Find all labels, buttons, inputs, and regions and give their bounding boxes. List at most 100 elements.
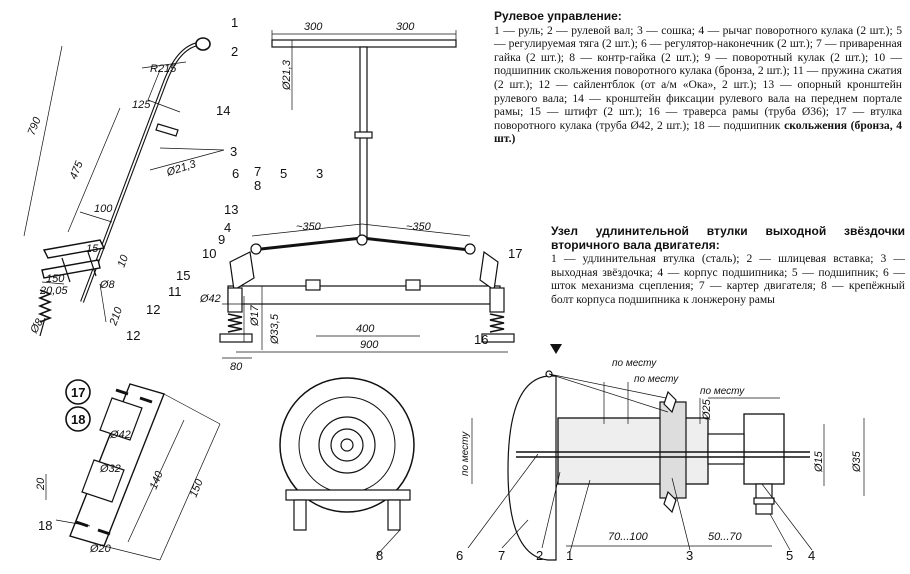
dim-d42-axle: Ø42 [199, 293, 221, 305]
callout-12-axle: 12 [146, 302, 160, 317]
dim-790: 790 [26, 115, 44, 137]
wheel-view [279, 377, 415, 557]
dim-80: 80 [230, 361, 243, 373]
tie-rod-left [251, 236, 363, 252]
callout-3-axle: 3 [316, 166, 323, 181]
tie-rod-right [361, 236, 471, 252]
callout-8-wheel: 8 [376, 548, 383, 563]
callout-1: 1 [231, 15, 238, 30]
dim-d25: Ø25 [701, 398, 713, 421]
dim-300-right: 300 [396, 21, 415, 33]
bearing-housing [743, 413, 785, 485]
dim-20-05: 20,05 [39, 285, 68, 297]
silentblock-right [481, 333, 515, 343]
legend-sprocket-body: 1 — удлинительная втулка (сталь); 2 — шл… [551, 252, 905, 306]
sprocket-unit-view [467, 370, 865, 561]
dim-15: 15 [86, 243, 99, 255]
steering-shaft-view [23, 37, 225, 337]
wheel-mount-plate [285, 489, 411, 501]
callout-17-axle: 17 [508, 246, 522, 261]
callout-circle-17 [65, 379, 91, 405]
spring-left [227, 313, 243, 333]
callout-circle-18 [65, 406, 91, 432]
dim-350-left: ~350 [296, 221, 322, 233]
dim-140: 140 [148, 469, 166, 491]
callout-5-axle: 5 [280, 166, 287, 181]
handlebar-tube [271, 39, 457, 48]
frame-traverse [227, 285, 501, 305]
dim-300-left: 300 [304, 21, 323, 33]
dim-d32-bushing: Ø32 [99, 463, 121, 475]
callout-1-unit: 1 [566, 548, 573, 563]
silentblock-left [219, 333, 253, 343]
handlebar-view [271, 30, 457, 238]
callout-13-axle: 13 [224, 202, 238, 217]
dim-d8-b: Ø8 [28, 316, 47, 336]
dim-10: 10 [116, 253, 132, 269]
dim-125: 125 [132, 99, 151, 111]
callout-4-unit: 4 [808, 548, 815, 563]
callout-7-axle: 7 [254, 164, 261, 179]
dim-d17: Ø17 [249, 304, 261, 327]
callout-15-axle: 15 [176, 268, 190, 283]
callout-2-unit: 2 [536, 548, 543, 563]
dim-100: 100 [94, 203, 113, 215]
callout-9-axle: 9 [218, 232, 225, 247]
callout-2: 2 [231, 44, 238, 59]
dim-d21-handlebar: Ø21,3 [281, 59, 293, 91]
callout-16-axle: 16 [474, 332, 488, 347]
legend-sprocket-title: Узел удлинительной втулки выходной звёзд… [551, 224, 905, 252]
dim-d20-bushing: Ø20 [89, 543, 112, 555]
callout-3-shaft: 3 [230, 144, 237, 159]
note-po-mestu-2: по месту [634, 374, 679, 385]
legend-steering-title: Рулевое управление: [494, 9, 622, 23]
legend-steering-body: 1 — руль; 2 — рулевой вал; 3 — сошка; 4 … [494, 23, 902, 132]
callout-6-unit: 6 [456, 548, 463, 563]
knuckle-left [229, 251, 255, 291]
dim-r215: R215 [150, 63, 177, 75]
note-po-mestu-1: по месту [612, 358, 657, 369]
handlebar-end [195, 37, 211, 51]
dim-210: 210 [107, 305, 125, 328]
dim-150: 150 [46, 273, 65, 285]
callout-3-unit: 3 [686, 548, 693, 563]
dim-70-100: 70...100 [608, 531, 649, 543]
note-po-mestu-4: по месту [460, 431, 471, 476]
note-po-mestu-3: по месту [700, 386, 745, 397]
dim-900: 900 [360, 339, 379, 351]
callout-11-axle: 11 [168, 284, 182, 299]
engine-case [507, 375, 557, 561]
callout-8-axle: 8 [254, 178, 261, 193]
dim-20-bushing: 20 [35, 477, 47, 491]
support-bracket [42, 239, 106, 259]
dim-150-bushing: 150 [188, 477, 206, 499]
legend-sprocket-unit: Узел удлинительной втулки выходной звёзд… [551, 224, 905, 307]
front-axle-view [219, 223, 515, 359]
dim-d35: Ø35 [851, 450, 863, 473]
sprocket [659, 401, 687, 499]
callout-10-axle: 10 [202, 246, 216, 261]
spring-right [489, 313, 505, 333]
callout-18-bushing: 18 [71, 412, 85, 427]
dim-d8-a: Ø8 [99, 279, 116, 291]
legend-steering-tail: скольжения (бронза, 4 шт.) [494, 118, 903, 146]
knuckle-right [479, 250, 499, 292]
bushing-view [45, 379, 221, 561]
callout-7-unit: 7 [498, 548, 505, 563]
pointer-arrow-icon [550, 344, 562, 354]
spring [37, 289, 53, 323]
dim-d33: Ø33,5 [269, 313, 281, 345]
legend-steering: Рулевое управление: 1 — руль; 2 — рулево… [494, 9, 903, 146]
dim-d21-shaft: Ø21,3 [164, 158, 198, 179]
callout-12-shaft: 12 [126, 328, 140, 343]
dim-475: 475 [68, 159, 86, 181]
callout-17-bushing: 17 [71, 385, 85, 400]
callout-5-unit: 5 [786, 548, 793, 563]
callout-18-bushing-b: 18 [38, 518, 52, 533]
dim-350-right: ~350 [406, 221, 432, 233]
callout-14: 14 [216, 103, 230, 118]
dim-400: 400 [356, 323, 375, 335]
dim-d15: Ø15 [813, 450, 825, 473]
dim-50-70: 50...70 [708, 531, 743, 543]
